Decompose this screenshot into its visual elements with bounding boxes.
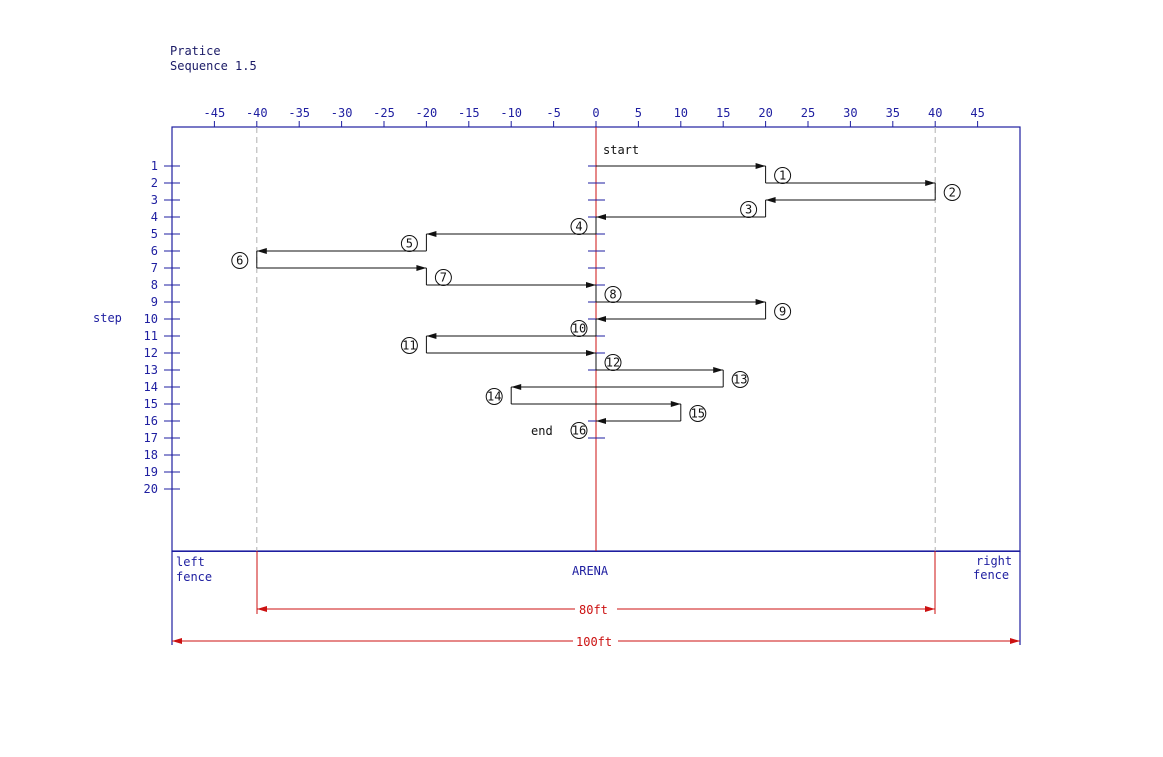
x-tick-label: -15: [458, 106, 480, 120]
y-tick-label: 2: [151, 176, 158, 190]
x-tick-label: -25: [373, 106, 395, 120]
x-tick-label: -45: [204, 106, 226, 120]
step-marker-number: 7: [440, 271, 447, 285]
dimension-100ft: 100ft: [172, 635, 1020, 649]
step-marker: [731, 371, 749, 388]
path-arrowhead: [256, 248, 267, 254]
step-marker: [689, 405, 707, 422]
path-arrowhead: [596, 214, 606, 220]
path-arrowhead: [670, 401, 681, 407]
y-tick-label: 15: [144, 397, 158, 411]
path-arrowhead: [426, 231, 437, 237]
step-marker: [774, 303, 792, 320]
dimension-100ft-label: 100ft: [576, 635, 612, 649]
path-arrowhead: [596, 418, 606, 424]
step-marker-number: 9: [779, 305, 786, 319]
y-tick-label: 19: [144, 465, 158, 479]
y-tick-label: 10: [144, 312, 158, 326]
x-tick-label: 40: [928, 106, 942, 120]
path-arrowhead: [755, 299, 766, 305]
x-axis: -45 -40 -35 -30 -25 -20 -15 -10 -5 0 5 10 15 20 25 30 35…: [204, 106, 985, 127]
y-tick-label: 9: [151, 295, 158, 309]
y-tick-label: 7: [151, 261, 158, 275]
y-tick-label: 8: [151, 278, 158, 292]
path-arrowhead: [586, 282, 596, 288]
y-tick-label: 4: [151, 210, 158, 224]
y-tick-label: 18: [144, 448, 158, 462]
x-tick-label: -40: [246, 106, 268, 120]
y-tick-label: 20: [144, 482, 158, 496]
x-tick-label: 5: [635, 106, 642, 120]
left-fence-label-2: fence: [176, 570, 212, 584]
x-tick-label: 10: [674, 106, 688, 120]
x-tick-label: -20: [416, 106, 438, 120]
right-fence-label-1: right: [976, 554, 1012, 568]
x-tick-label: -10: [500, 106, 522, 120]
arena-baseline: [172, 551, 1020, 552]
y-tick-label: 17: [144, 431, 158, 445]
y-tick-label: 16: [144, 414, 158, 428]
start-label: start: [603, 143, 639, 157]
step-marker-number: 16: [572, 424, 586, 438]
step-marker-number: 13: [733, 373, 747, 387]
y-tick-label: 12: [144, 346, 158, 360]
x-tick-label: 35: [886, 106, 900, 120]
step-marker-number: 3: [745, 203, 752, 217]
y-tick-label: 3: [151, 193, 158, 207]
x-tick-label: -30: [331, 106, 353, 120]
x-tick-label: 15: [716, 106, 730, 120]
step-marker-number: 4: [575, 220, 582, 234]
path-arrowhead: [765, 197, 776, 203]
right-fence-label-2: fence: [973, 568, 1009, 582]
step-marker-number: 1: [779, 169, 786, 183]
title-line-1: Pratice: [170, 44, 221, 58]
path-arrowhead: [713, 367, 724, 373]
title-line-2: Sequence 1.5: [170, 59, 257, 73]
path-arrowhead: [925, 180, 936, 186]
y-tick-label: 5: [151, 227, 158, 241]
x-tick-label: 0: [592, 106, 599, 120]
x-tick-label: 25: [801, 106, 815, 120]
x-tick-label: 45: [970, 106, 984, 120]
y-tick-label: 1: [151, 159, 158, 173]
step-marker: [943, 184, 961, 201]
x-tick-label: -35: [288, 106, 310, 120]
step-marker-number: 15: [691, 407, 705, 421]
step-marker-number: 12: [606, 356, 620, 370]
path-arrowhead: [426, 333, 437, 339]
step-marker-number: 11: [402, 339, 416, 353]
arena-label: ARENA: [572, 564, 609, 578]
end-label: end: [531, 424, 553, 438]
step-marker-number: 5: [406, 237, 413, 251]
path-arrowhead: [586, 350, 596, 356]
y-tick-label: 11: [144, 329, 158, 343]
dimension-80ft: 80ft: [256, 551, 936, 617]
path-arrowhead: [511, 384, 522, 390]
step-marker-number: 10: [572, 322, 586, 336]
step-marker-number: 8: [609, 288, 616, 302]
left-fence-label-1: left: [176, 555, 205, 569]
step-marker-number: 14: [487, 390, 501, 404]
y-tick-label: 6: [151, 244, 158, 258]
y-tick-label: 14: [144, 380, 158, 394]
step-marker-number: 6: [236, 254, 243, 268]
step-marker: [231, 252, 249, 269]
step-marker: [400, 337, 418, 354]
path-arrowhead: [596, 316, 606, 322]
dimension-80ft-label: 80ft: [579, 603, 608, 617]
path-arrowhead: [416, 265, 427, 271]
step-axis-label: step: [93, 311, 122, 325]
x-tick-label: 20: [758, 106, 772, 120]
path-arrowhead: [755, 163, 766, 169]
x-tick-label: 30: [843, 106, 857, 120]
y-tick-label: 13: [144, 363, 158, 377]
step-marker: [570, 422, 588, 439]
dashed-guides: [256, 127, 936, 551]
step-marker-number: 2: [949, 186, 956, 200]
x-tick-label: -5: [546, 106, 560, 120]
step-marker: [485, 388, 503, 405]
